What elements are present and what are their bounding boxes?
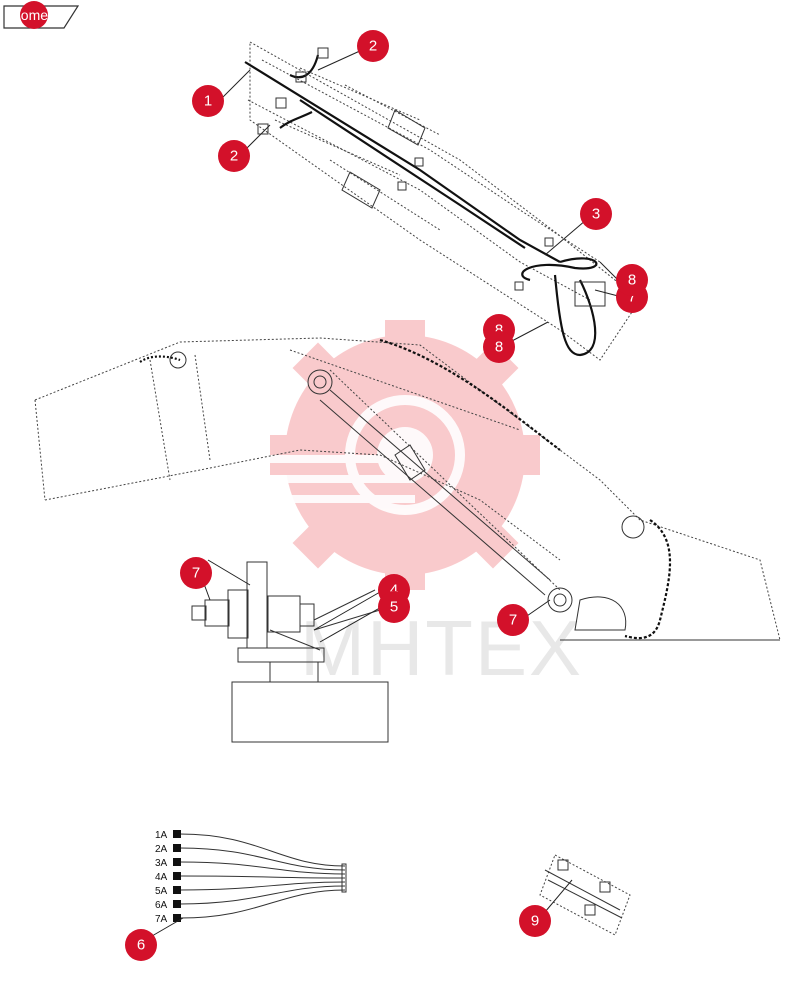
callout-9[interactable]: 9: [519, 905, 551, 937]
harness-label-4a: 4A: [155, 872, 168, 883]
bracket-detail-drawing: [539, 854, 631, 936]
callout-8-arm-right[interactable]: 8: [616, 264, 648, 296]
callout-1[interactable]: 1: [192, 85, 224, 117]
callout-8-arm-left[interactable]: 8: [483, 331, 515, 363]
svg-text:1: 1: [204, 93, 212, 110]
arm-detail-drawing: [244, 41, 641, 361]
svg-text:7: 7: [628, 289, 636, 306]
wire-harness-drawing: 1A 2A 3A 4A 5A 6A 7A: [155, 830, 347, 925]
callout-7-boom[interactable]: 7: [497, 604, 529, 636]
svg-text:2: 2: [230, 148, 238, 165]
callout-2-lower[interactable]: 2: [218, 140, 250, 172]
home-button-label: home: [13, 7, 48, 23]
callout-2-upper[interactable]: 2: [357, 30, 389, 62]
harness-label-6a: 6A: [155, 900, 168, 911]
svg-text:8: 8: [495, 322, 503, 339]
leader-lines: [151, 49, 623, 937]
harness-connectors: [173, 830, 181, 922]
svg-text:9: 9: [531, 913, 539, 930]
svg-text:3: 3: [592, 206, 600, 223]
callout-7-fitting[interactable]: 7: [180, 557, 212, 589]
svg-text:7: 7: [192, 565, 200, 582]
fitting-detail-drawing: [191, 561, 389, 743]
harness-label-1a: 1A: [155, 830, 168, 841]
callout-3[interactable]: 3: [580, 198, 612, 230]
harness-label-2a: 2A: [155, 844, 168, 855]
watermark-text: MHTEX: [300, 604, 583, 692]
svg-text:4: 4: [390, 582, 398, 599]
harness-label-5a: 5A: [155, 886, 168, 897]
svg-text:8: 8: [495, 339, 503, 356]
callout-5[interactable]: 5: [378, 591, 410, 623]
svg-text:6: 6: [137, 937, 145, 954]
home-button[interactable]: home: [3, 1, 80, 29]
svg-text:7: 7: [509, 612, 517, 629]
svg-text:5: 5: [390, 599, 398, 616]
svg-text:8: 8: [628, 272, 636, 289]
callout-6[interactable]: 6: [125, 929, 157, 961]
svg-text:2: 2: [369, 38, 377, 55]
boom-detail-drawing: [34, 337, 781, 641]
watermark: MHTEX: [245, 320, 583, 692]
harness-label-3a: 3A: [155, 858, 168, 869]
harness-label-7a: 7A: [155, 914, 168, 925]
